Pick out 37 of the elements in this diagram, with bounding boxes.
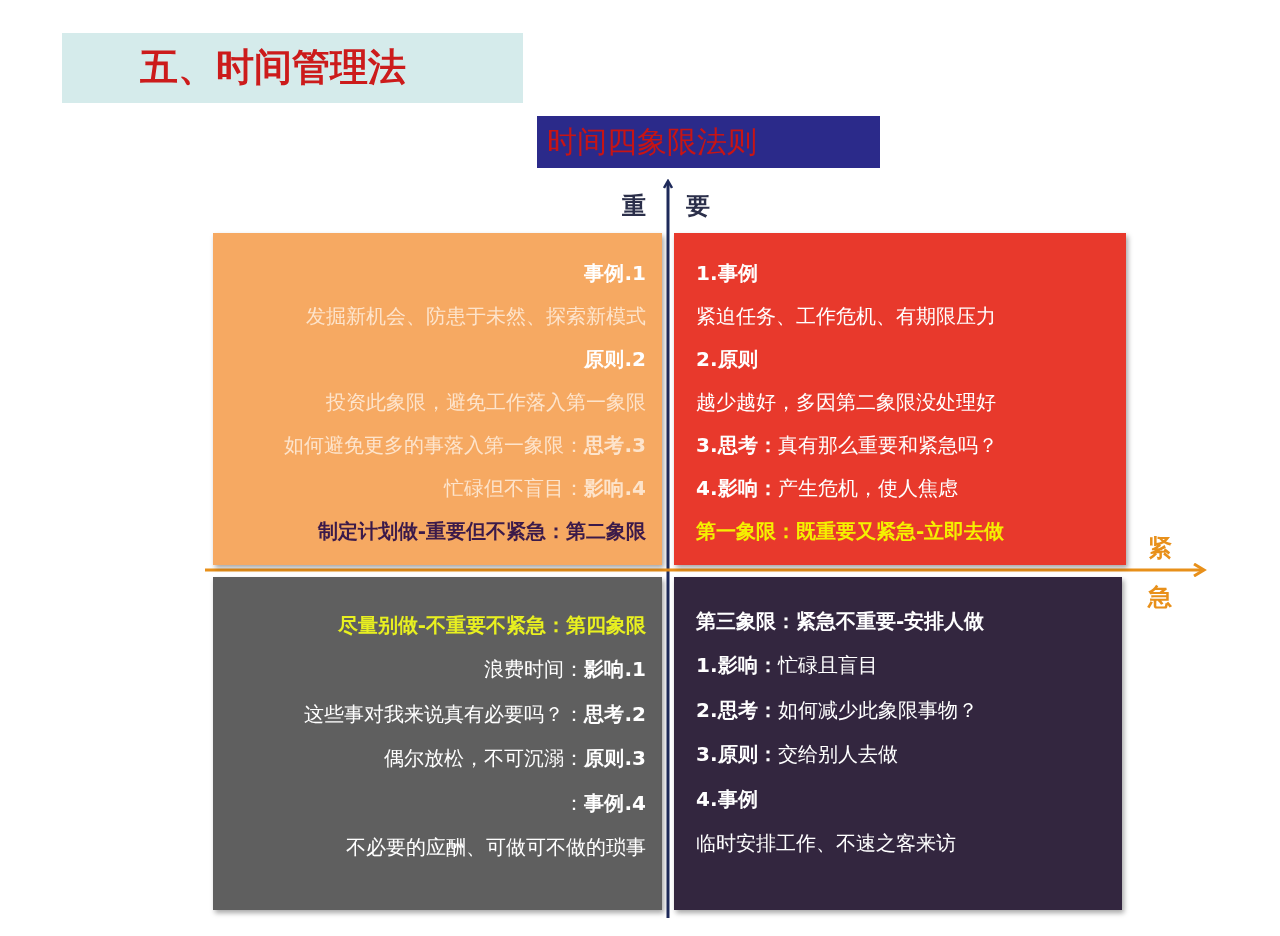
text-line: 4.事例 [696, 785, 758, 813]
text-line: 如何避免更多的事落入第一象限：思考.3 [284, 432, 646, 459]
page-title: 五、时间管理法 [140, 45, 406, 89]
text-line: 1.事例 [696, 260, 758, 287]
text-line: 紧迫任务、工作危机、有期限压力 [696, 303, 996, 330]
axis-label: 急 [1148, 585, 1172, 609]
text-line: 临时安排工作、不速之客来访 [696, 830, 956, 858]
axis-label: 要 [686, 194, 710, 218]
text-line: 投资此象限，避免工作落入第一象限 [326, 389, 646, 416]
quadrant-box [213, 233, 662, 565]
subtitle-text: 时间四象限法则 [547, 125, 757, 159]
text-line: 发掘新机会、防患于未然、探索新模式 [306, 303, 646, 330]
text-line: 原则.2 [584, 346, 646, 373]
text-line: 事例.1 [584, 260, 646, 287]
text-line: 4.影响：产生危机，使人焦虑 [696, 475, 958, 502]
text-line: ：事例.4 [564, 789, 646, 817]
axis-label: 紧 [1148, 536, 1172, 560]
text-line: 3.原则：交给别人去做 [696, 741, 898, 769]
text-line: 这些事对我来说真有必要吗？：思考.2 [304, 700, 646, 728]
text-line: 2.思考：如何减少此象限事物？ [696, 696, 978, 724]
quadrant-box [674, 577, 1122, 910]
text-line: 越少越好，多因第二象限没处理好 [696, 389, 996, 416]
quadrant-heading: 尽量别做-不重要不紧急：第四象限 [337, 611, 646, 639]
text-line: 不必要的应酬、可做可不做的琐事 [346, 834, 646, 862]
text-line: 1.影响：忙碌且盲目 [696, 652, 878, 680]
text-line: 浪费时间：影响.1 [484, 656, 646, 684]
quadrant-heading: 第三象限：紧急不重要-安排人做 [696, 607, 985, 635]
quadrant-heading: 制定计划做-重要但不紧急：第二象限 [317, 518, 646, 545]
quadrant-box [213, 577, 662, 910]
text-line: 3.思考：真有那么重要和紧急吗？ [696, 432, 998, 459]
axis-label: 重 [622, 194, 646, 218]
subtitle-box [537, 116, 880, 168]
quadrant-heading: 第一象限：既重要又紧急-立即去做 [696, 518, 1005, 545]
text-line: 偶尔放松，不可沉溺：原则.3 [384, 745, 646, 773]
quadrant-box [674, 233, 1126, 565]
text-line: 2.原则 [696, 346, 758, 373]
text-line: 忙碌但不盲目：影响.4 [444, 475, 646, 502]
